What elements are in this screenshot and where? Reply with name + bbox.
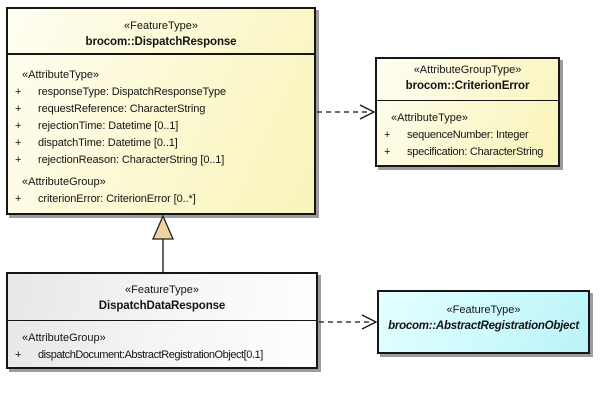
attribute-text: specification: CharacterString — [407, 146, 544, 158]
attribute-row: + dispatchDocument:AbstractRegistrationO… — [8, 347, 316, 364]
attribute-row: + dispatchTime: Datetime [0..1] — [8, 135, 314, 152]
class-stereotype: «FeatureType» — [124, 20, 198, 32]
compartment-divider — [8, 320, 316, 321]
section-stereotype: «AttributeType» — [391, 112, 469, 124]
attribute-row: + specification: CharacterString — [377, 144, 558, 161]
compartment-divider — [377, 100, 558, 101]
attributes-compartment: «AttributeGroup» + dispatchDocument:Abst… — [8, 321, 316, 364]
uml-class-abstract-registration-object[interactable]: «FeatureType» brocom::AbstractRegistrati… — [377, 290, 590, 354]
attributes-compartment: «AttributeType» + responseType: Dispatch… — [8, 55, 314, 208]
attribute-text: criterionError: CriterionError [0..*] — [38, 193, 196, 205]
visibility-marker: + — [384, 129, 391, 141]
attributes-compartment: «AttributeType» + sequenceNumber: Intege… — [377, 101, 558, 161]
visibility-marker: + — [15, 86, 22, 98]
dependency-arrow-abstract-registration-object — [319, 314, 378, 330]
visibility-marker: + — [384, 146, 391, 158]
class-header: «FeatureType» brocom::AbstractRegistrati… — [379, 292, 588, 352]
class-header: «FeatureType» brocom::DispatchResponse — [8, 9, 314, 53]
section-stereotype: «AttributeGroup» — [22, 332, 106, 344]
attribute-row: + rejectionReason: CharacterString [0..1… — [8, 152, 314, 169]
class-stereotype: «FeatureType» — [125, 284, 199, 296]
class-header: «FeatureType» DispatchDataResponse — [8, 274, 316, 320]
attribute-text: dispatchDocument:AbstractRegistrationObj… — [38, 349, 263, 361]
uml-class-dispatch-response[interactable]: «FeatureType» brocom::DispatchResponse «… — [6, 7, 316, 215]
visibility-marker: + — [15, 103, 22, 115]
dependency-arrow-criterion-error — [317, 104, 376, 120]
attribute-row: + requestReference: CharacterString — [8, 101, 314, 118]
attribute-row: + criterionError: CriterionError [0..*] — [8, 191, 314, 208]
attribute-row: + rejectionTime: Datetime [0..1] — [8, 118, 314, 135]
visibility-marker: + — [15, 193, 22, 205]
attribute-text: rejectionReason: CharacterString [0..1] — [38, 154, 225, 166]
visibility-marker: + — [15, 349, 22, 361]
class-name: DispatchDataResponse — [98, 300, 226, 312]
visibility-marker: + — [15, 120, 22, 132]
attribute-text: requestReference: CharacterString — [38, 103, 206, 115]
compartment-divider — [8, 53, 314, 55]
generalization-arrow — [152, 214, 174, 273]
uml-class-criterion-error[interactable]: «AttributeGroupType» brocom::CriterionEr… — [375, 57, 560, 167]
class-header: «AttributeGroupType» brocom::CriterionEr… — [377, 59, 558, 100]
attribute-row: + sequenceNumber: Integer — [377, 127, 558, 144]
class-name: brocom::CriterionError — [405, 80, 530, 92]
attribute-text: sequenceNumber: Integer — [407, 129, 529, 141]
class-name: brocom::DispatchResponse — [85, 36, 237, 48]
uml-class-dispatch-data-response[interactable]: «FeatureType» DispatchDataResponse «Attr… — [6, 272, 318, 369]
visibility-marker: + — [15, 154, 22, 166]
attribute-text: responseType: DispatchResponseType — [38, 86, 226, 98]
section-stereotype: «AttributeGroup» — [22, 176, 106, 188]
attribute-text: rejectionTime: Datetime [0..1] — [38, 120, 179, 132]
class-stereotype: «FeatureType» — [446, 304, 521, 316]
visibility-marker: + — [15, 137, 22, 149]
class-name: brocom::AbstractRegistrationObject — [388, 320, 579, 332]
attribute-text: dispatchTime: Datetime [0..1] — [38, 137, 178, 149]
attribute-row: + responseType: DispatchResponseType — [8, 84, 314, 101]
section-stereotype: «AttributeType» — [22, 69, 100, 81]
class-stereotype: «AttributeGroupType» — [413, 64, 522, 76]
